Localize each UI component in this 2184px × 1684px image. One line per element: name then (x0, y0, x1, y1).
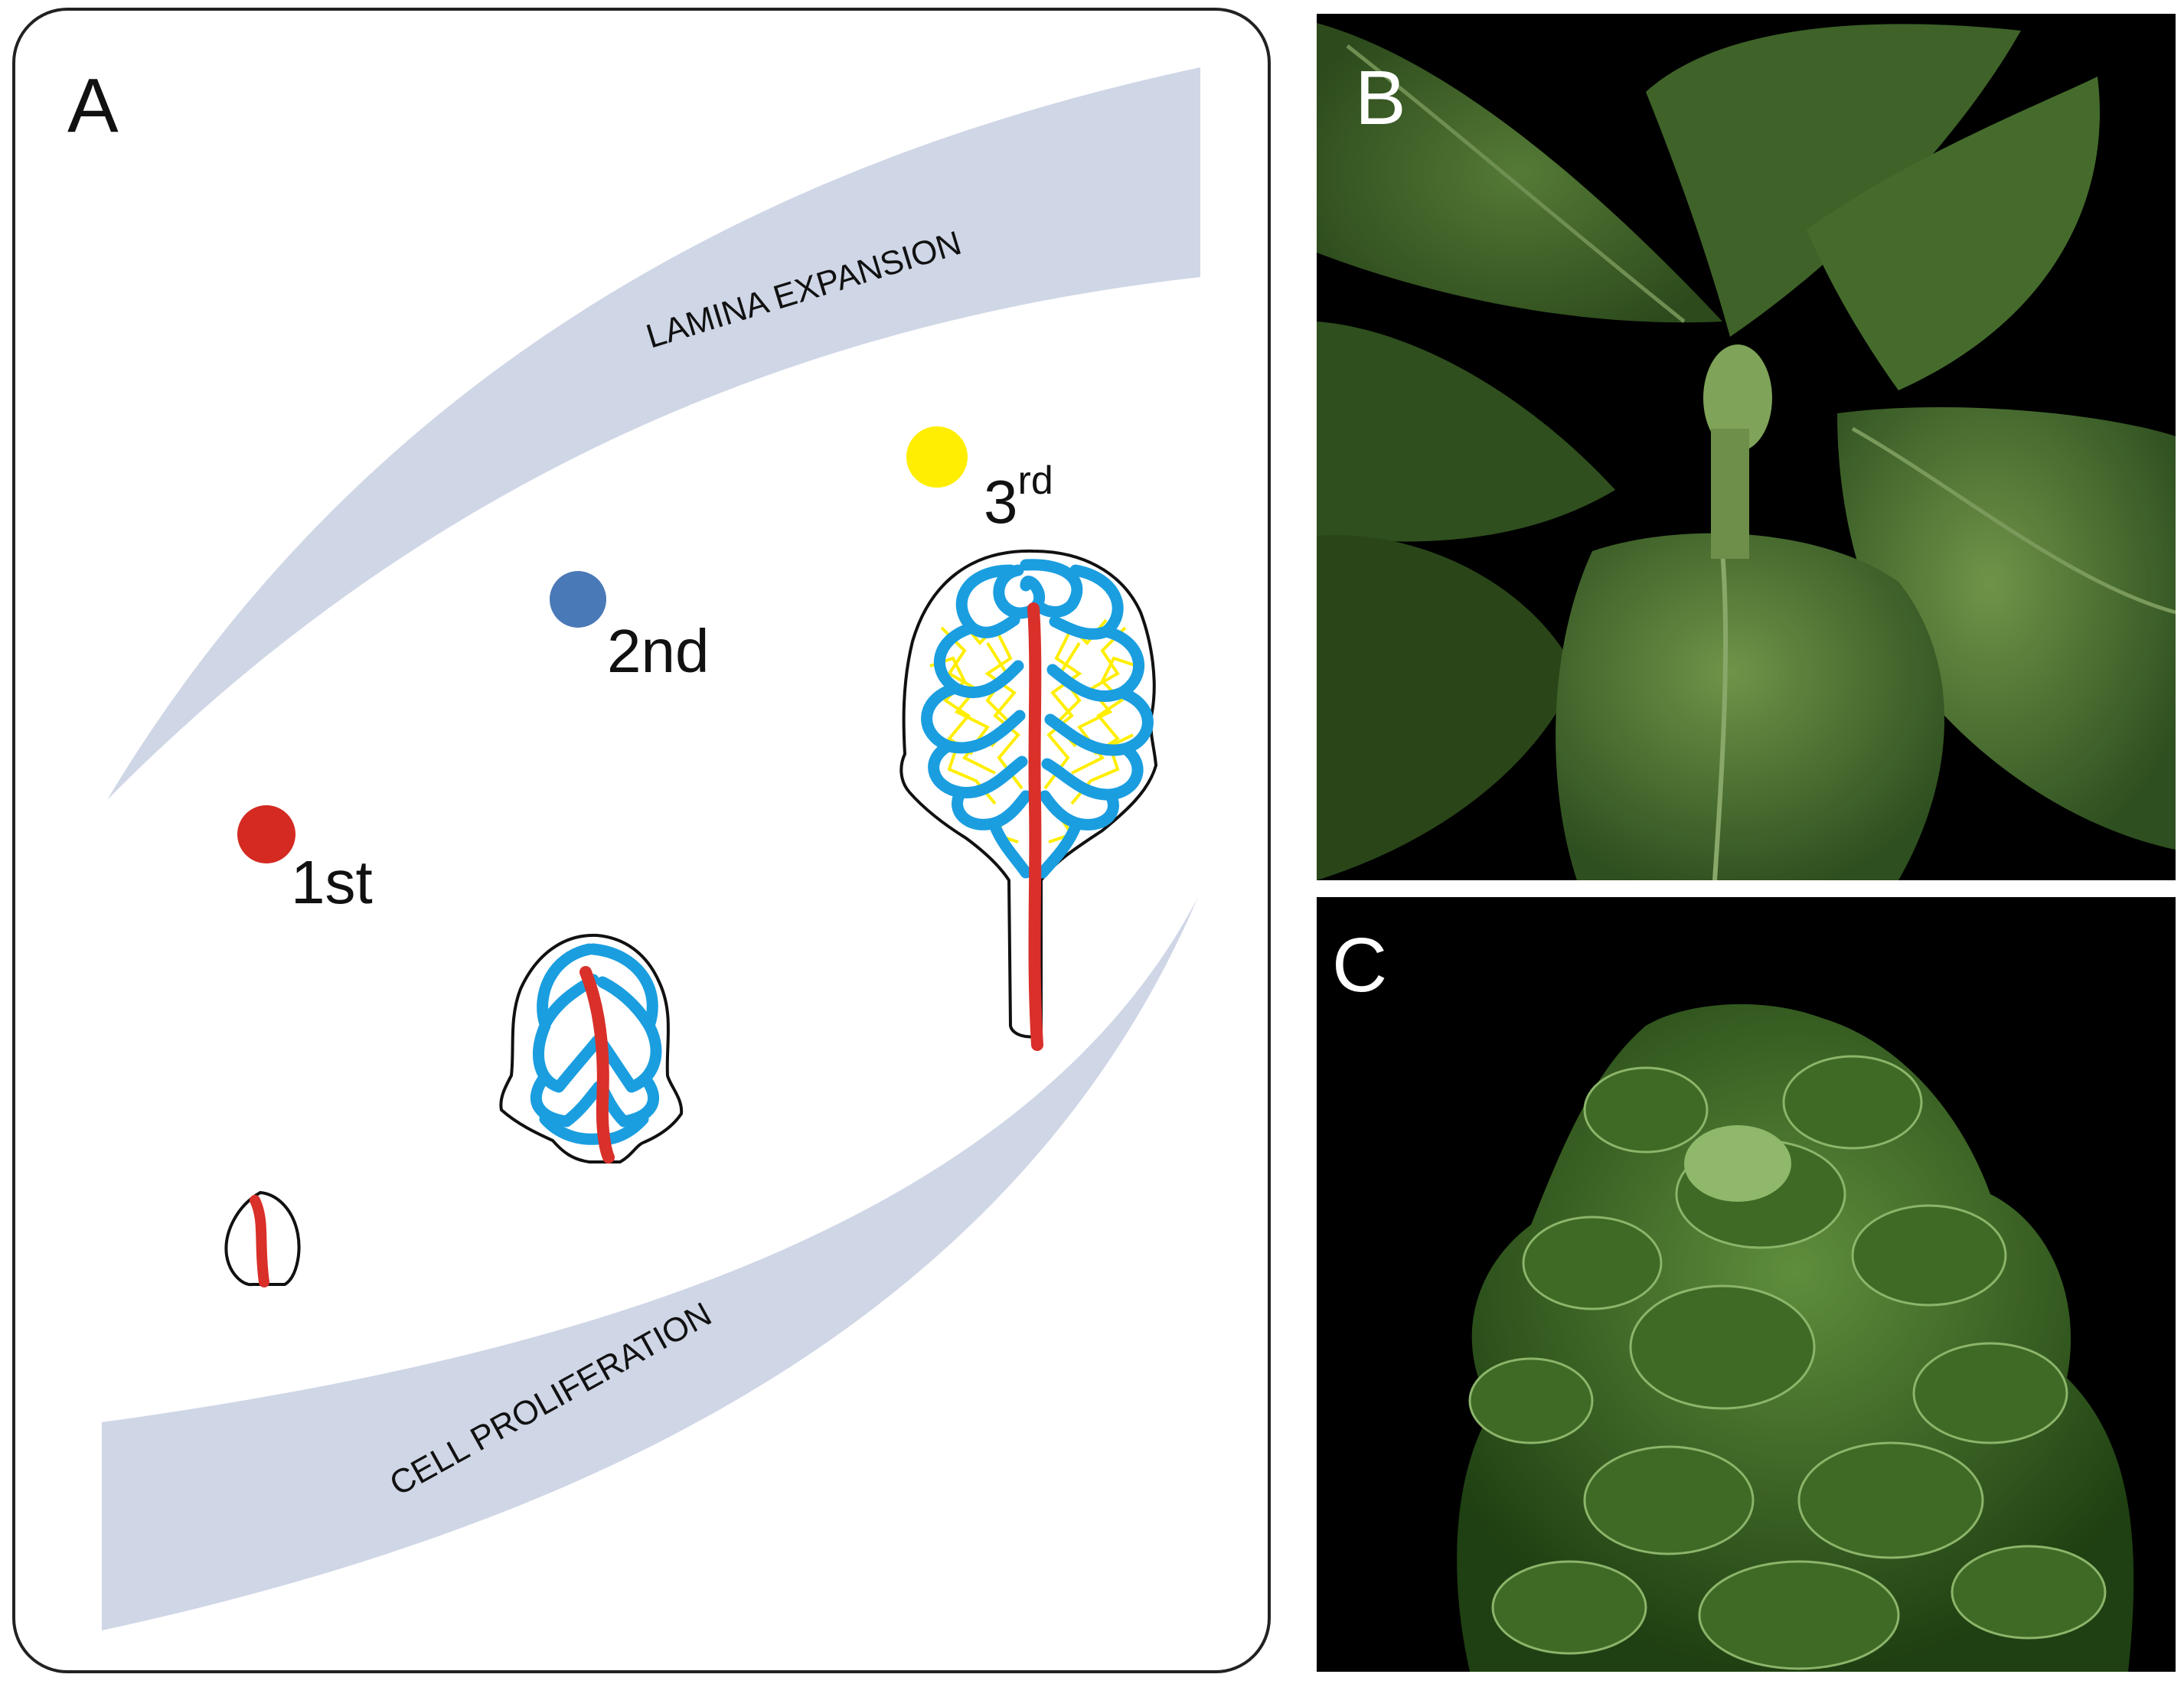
leaf-front (1556, 533, 1944, 880)
panel-a-frame (12, 8, 1271, 1673)
leaf-left (1317, 321, 1615, 542)
rosette-center (1684, 1125, 1791, 1202)
leaf-stage-2 (499, 933, 684, 1163)
lamina-expansion-band (107, 67, 1200, 800)
panel-b-letter: B (1355, 55, 1406, 141)
stage-2-dot (550, 571, 606, 628)
leaf-top-left (1317, 23, 1722, 323)
stage-3-label: 3rd (984, 459, 1053, 536)
leaf-stage-1 (224, 1190, 301, 1287)
cell-proliferation-band (102, 897, 1198, 1630)
panel-c-letter: C (1332, 922, 1387, 1008)
stage-2-label: 2nd (607, 617, 709, 685)
leaf-top-right (1807, 77, 2100, 390)
stage-3-dot (906, 426, 968, 488)
leaf-right (1837, 406, 2176, 850)
shoot-apex (1703, 344, 1772, 452)
stage-1-dot (237, 805, 295, 863)
leaf-stage-3 (899, 549, 1158, 1051)
panel-a: A LAMINA EXPANSION CELL PROLIFERATION 1s… (12, 8, 1271, 1673)
leaf-bottom-left (1317, 535, 1577, 880)
leaf-top-center (1646, 24, 2021, 338)
panel-b-photo: B (1317, 14, 2176, 880)
panel-a-letter: A (67, 63, 119, 148)
stage-1-label: 1st (291, 848, 373, 916)
panel-c-photo: C (1317, 897, 2176, 1672)
